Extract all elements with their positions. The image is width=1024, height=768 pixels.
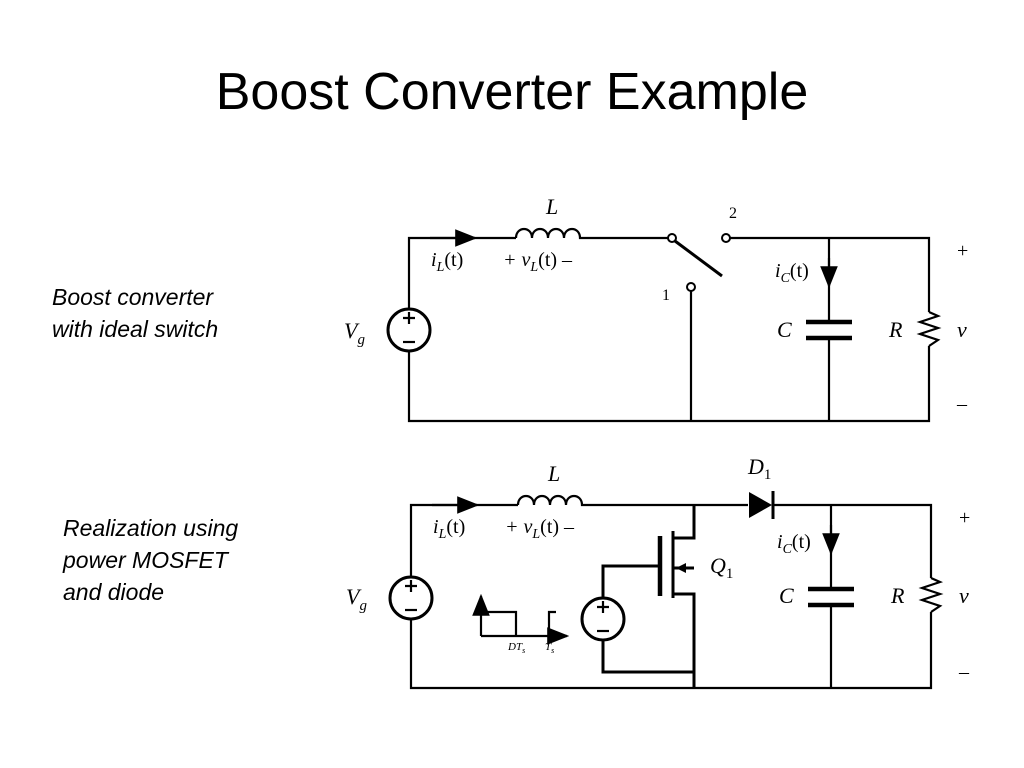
label-ic: iC(t) [777,531,811,557]
label-part: i [777,531,783,553]
label-output-plus: + [959,507,970,529]
label-subscript: g [357,332,365,348]
label-c: C [779,583,794,608]
label-part: T [545,641,552,653]
voltage-source-vg [386,307,432,353]
source-plus-sign [597,601,609,613]
caption-line: Realization using [63,515,239,541]
label-il: iL(t) [431,249,463,275]
boost-converter-ideal-switch: L iL(t) + vL(t) – Vg 2 1 iC(t) C R v + – [344,194,968,423]
label-part: i [431,249,437,271]
switch-pivot [667,233,677,243]
label-output-minus: – [958,661,970,683]
label-v: v [957,317,967,342]
label-r: R [888,317,903,342]
label-l: L [545,194,558,219]
caption-line: and diode [63,579,165,605]
label-part: i [433,516,439,538]
wire [774,503,933,578]
mosfet-q1 [657,505,696,688]
label-part: + v [503,249,530,271]
label-subscript: 1 [764,467,772,483]
label-q1: Q1 [710,553,733,582]
inductor-l [514,227,586,240]
wire [407,346,931,423]
gate-wire [601,564,660,598]
caption-ideal-switch: Boost converter with ideal switch [52,281,218,345]
label-vl: + vL(t) – [503,249,573,275]
label-subscript: L [438,527,447,542]
diode-d1 [749,492,772,518]
label-subscript: L [529,260,538,275]
label-part: D [747,454,764,479]
label-part: i [775,260,781,282]
label-subscript: C [781,271,791,286]
label-vg: Vg [344,318,365,348]
label-subscript: 1 [726,566,734,582]
wire [407,236,516,309]
label-output-minus: – [956,393,968,415]
label-vl: + vL(t) – [505,516,575,542]
label-switch-pos-1: 1 [662,287,670,304]
wire [409,503,518,577]
source-plus-sign [403,312,415,324]
slide-title: Boost Converter Example [215,63,809,121]
label-subscript: s [522,646,525,655]
label-part: DT [507,641,523,653]
label-subscript: C [783,542,793,557]
resistor-r [918,576,944,613]
label-output-plus: + [957,240,968,262]
caption-line: power MOSFET [63,547,228,573]
waveform-pulse [481,610,556,636]
label-l: L [547,461,560,486]
label-dts: DTs [507,641,525,655]
label-ic: iC(t) [775,260,809,286]
wire [730,236,931,312]
label-r: R [890,583,905,608]
label-part: (t) [790,260,809,282]
label-part: Q [710,553,726,578]
label-c: C [777,317,792,342]
caption-line: with ideal switch [52,316,219,342]
label-il: iL(t) [433,516,465,542]
label-part: (t) [446,516,465,538]
label-part: (t) [444,249,463,271]
label-subscript: g [359,598,367,614]
label-d1: D1 [747,454,771,483]
boost-converter-mosfet-diode: L iL(t) + vL(t) – Vg D1 Q1 iC(t) C R v +… [346,454,970,690]
switch-blade [674,239,723,278]
gate-drive-source [580,596,626,642]
mosfet-source [673,592,696,688]
mosfet-arrow [676,563,686,573]
label-switch-pos-2: 2 [729,205,737,222]
source-plus-sign [405,580,417,592]
capacitor-c [806,319,852,341]
label-part: V [344,318,360,343]
wire [409,612,933,690]
switch-contact-1 [686,282,696,292]
label-vg: Vg [346,584,367,614]
caption-mosfet-realization: Realization using power MOSFET and diode [63,512,238,608]
gate-return-wire [601,640,694,674]
label-part: + v [505,516,532,538]
voltage-source-vg [388,575,434,621]
label-subscript: s [551,646,554,655]
label-part: (t) – [540,516,575,538]
label-part: (t) [792,531,811,553]
label-subscript: L [531,527,540,542]
label-ts: Ts [545,641,554,655]
caption-line: Boost converter [52,284,214,310]
mosfet-drain [673,505,696,540]
inductor-l [516,494,588,507]
switch-contact-2 [721,233,731,243]
capacitor-c [808,586,854,608]
label-subscript: L [436,260,445,275]
label-part: V [346,584,362,609]
gate-waveform [472,593,570,645]
resistor-r [916,310,942,347]
label-v: v [959,583,969,608]
label-part: (t) – [538,249,573,271]
